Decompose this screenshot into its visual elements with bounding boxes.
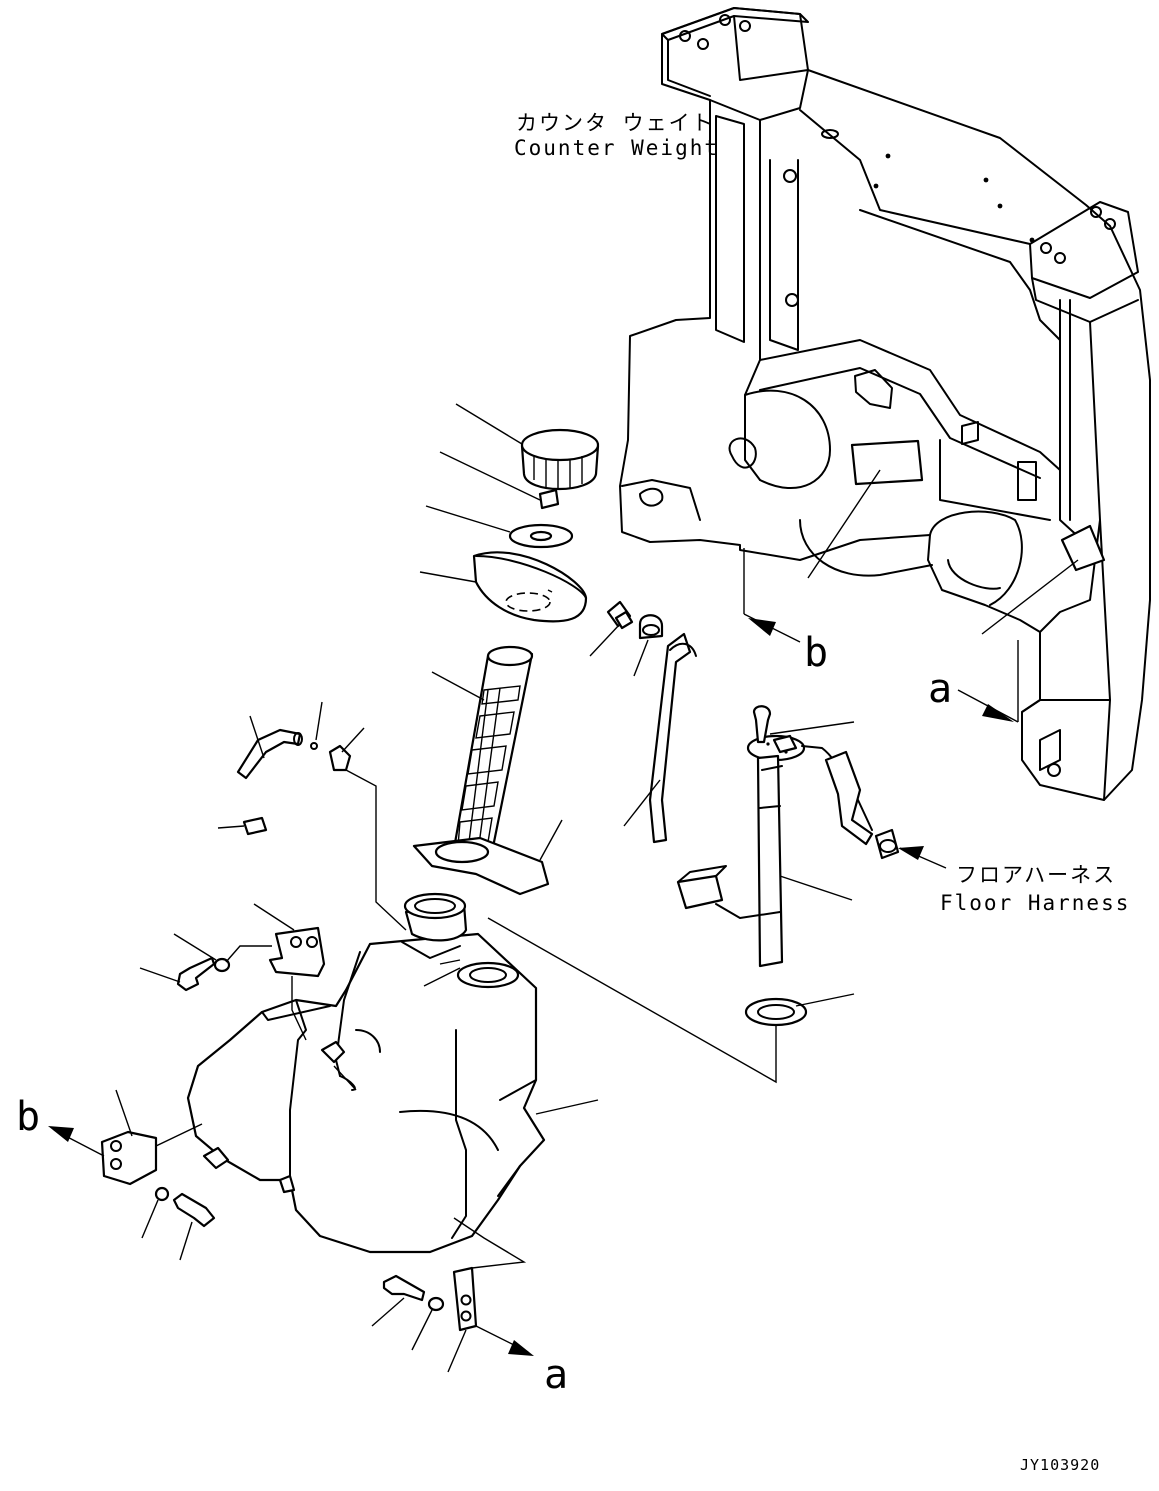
breather-hose (648, 632, 697, 844)
counter-weight-label-en: Counter Weight (514, 136, 719, 160)
strainer-screen (450, 645, 534, 862)
harness-connector (801, 745, 900, 860)
ref-arrow-b-lower (48, 1126, 105, 1157)
tank-bracket-left (100, 1130, 158, 1186)
ref-label-a-upper: a (928, 666, 952, 712)
cap-plug (538, 488, 560, 510)
floor-harness-label-jp: フロアハーネス (956, 863, 1116, 887)
washer-left (154, 1186, 170, 1202)
bolt-left (172, 1192, 216, 1228)
sender-bolt (752, 705, 772, 744)
drawing-code: JY103920 (1020, 1456, 1100, 1474)
ref-arrow-b-upper (743, 548, 801, 643)
ref-label-b-lower: b (16, 1094, 40, 1140)
bolt-bottom (382, 1274, 426, 1302)
strainer-cup (472, 551, 588, 623)
sender-gasket (744, 997, 808, 1027)
breather-fitting (606, 600, 634, 630)
ref-label-b-upper: b (804, 630, 828, 676)
counter-weight-label-jp: カウンタ ウェイト (516, 111, 715, 135)
plug-left (242, 816, 268, 836)
fuel-gauge-sender (676, 734, 806, 968)
bolt-upper (176, 956, 216, 992)
hose-clamp-upper (638, 614, 664, 640)
ref-label-a-lower: a (544, 1352, 568, 1398)
ref-arrow-a-upper (957, 640, 1019, 723)
washer-upper (213, 957, 231, 973)
washer-bottom (427, 1296, 445, 1312)
tank-bracket-upper (268, 926, 326, 978)
counter-weight (619, 7, 1151, 801)
floor-harness-label-en: Floor Harness (940, 891, 1130, 915)
tank-bracket-bottom (452, 1266, 478, 1332)
ref-arrow-a-lower (475, 1325, 534, 1356)
drain-hose-left (236, 728, 303, 780)
filler-cap (520, 428, 600, 490)
cap-gasket (508, 523, 574, 549)
filler-adapter (412, 836, 550, 896)
hose-clamp-left (328, 744, 352, 772)
fuel-tank (186, 892, 546, 1254)
